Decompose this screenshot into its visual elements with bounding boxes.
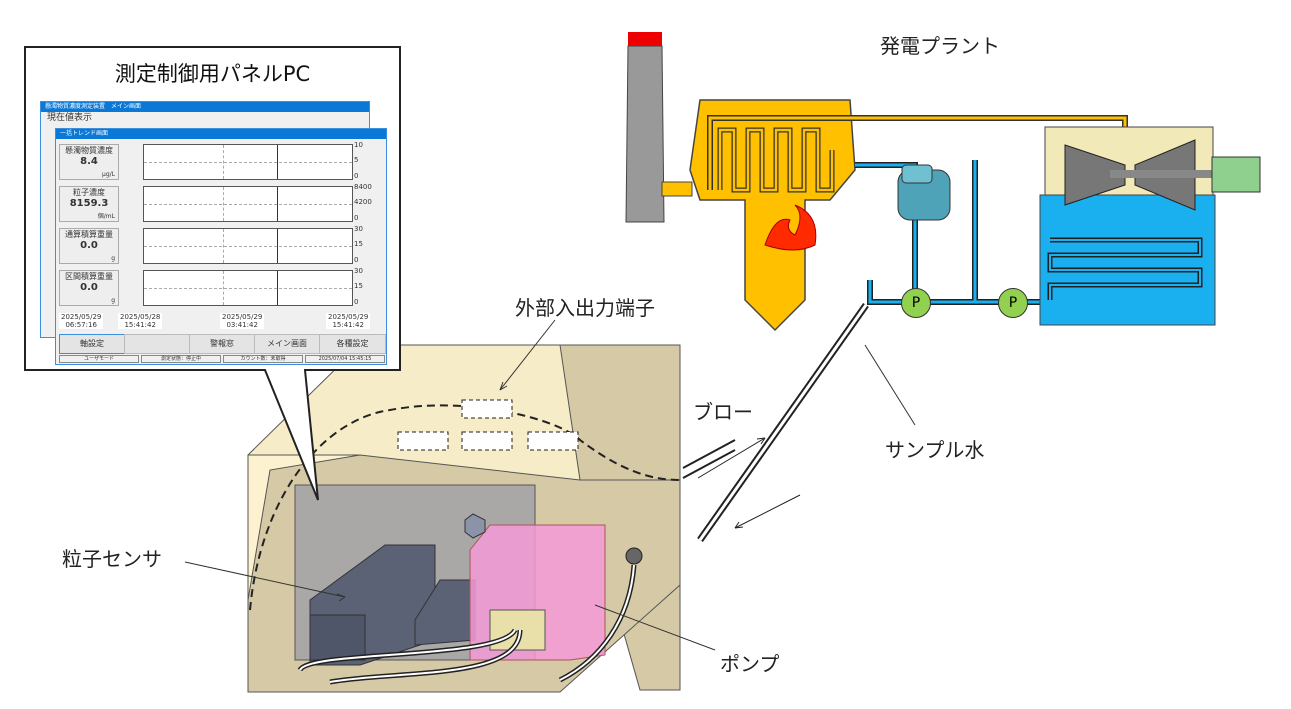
gauge-value: 0.0 (80, 240, 98, 251)
panel-button[interactable]: メイン画面 (254, 334, 320, 354)
boiler (689, 99, 1128, 332)
gauge-value: 0.0 (80, 282, 98, 293)
turbine-condenser (1039, 126, 1261, 326)
gauge-name: 懸濁物質濃度 (65, 146, 113, 155)
main-window-heading: 現在値表示 (47, 113, 93, 123)
gauge-box: 懸濁物質濃度 8.4 μg/L (59, 144, 119, 180)
gauge-name: 区間積算重量 (65, 272, 113, 281)
sample-water-label: サンプル水 (885, 438, 985, 462)
pump-icon: P (901, 288, 931, 318)
flow-arrows (682, 437, 801, 529)
axis-max: 30 (354, 267, 363, 275)
water-pipes (697, 160, 1040, 543)
axis-max: 10 (354, 141, 363, 149)
axis-min: 0 (354, 172, 359, 180)
gauge-value: 8.4 (80, 156, 98, 167)
status-field: 測定状態：停止中 (141, 355, 221, 363)
plant-label: 発電プラント (880, 34, 1000, 58)
trend-window-title: 一括トレンド画面 (56, 129, 386, 139)
panel-button[interactable]: 軸設定 (59, 334, 125, 354)
chimney (625, 32, 693, 223)
trend-window: 一括トレンド画面 懸濁物質濃度 8.4 μg/L 10 5 0 粒子濃度 815… (55, 128, 387, 365)
gauge-name: 通算積算重量 (65, 230, 113, 239)
main-window-title: 懸濁物質濃度測定装置 メイン画面 (41, 102, 369, 112)
pump-label: ポンプ (720, 652, 780, 676)
condensate-tank (897, 164, 951, 221)
leader-lines (184, 319, 916, 651)
gauge-box: 区間積算重量 0.0 g (59, 270, 119, 306)
axis-mid: 15 (354, 240, 363, 248)
axis-mid: 5 (354, 156, 359, 164)
panel-button[interactable]: 各種設定 (319, 334, 386, 354)
panel-button[interactable] (124, 334, 190, 354)
pump-icon: P (998, 288, 1028, 318)
trend-plot (143, 270, 353, 306)
axis-max: 8400 (354, 183, 372, 191)
trend-plot (143, 186, 353, 222)
gauge-unit: μg/L (102, 171, 115, 178)
io-terminal-label: 外部入出力端子 (515, 296, 655, 320)
particle-sensor-label: 粒子センサ (62, 547, 162, 571)
trend-plot (143, 228, 353, 264)
gauge-box: 通算積算重量 0.0 g (59, 228, 119, 264)
panel-pc-title: 測定制御用パネルPC (114, 62, 311, 86)
status-field: ユーザモード (59, 355, 139, 363)
gauge-box: 粒子濃度 8159.3 個/mL (59, 186, 119, 222)
gauge-name: 粒子濃度 (73, 188, 105, 197)
axis-mid: 4200 (354, 198, 372, 206)
gauge-unit: g (111, 255, 115, 262)
status-field: カウント数：未取得 (223, 355, 303, 363)
axis-min: 0 (354, 298, 359, 306)
axis-max: 30 (354, 225, 363, 233)
axis-min: 0 (354, 214, 359, 222)
panel-button[interactable]: 警報窓 (189, 334, 255, 354)
gauge-unit: g (111, 297, 115, 304)
axis-min: 0 (354, 256, 359, 264)
gauge-unit: 個/mL (97, 213, 115, 220)
trend-plot (143, 144, 353, 180)
gauge-value: 8159.3 (69, 198, 109, 209)
status-field: 2025/07/04 15:45:15 (305, 355, 385, 363)
blow-label: ブロー (693, 400, 753, 424)
axis-mid: 15 (354, 282, 363, 290)
enclosure (247, 344, 681, 693)
